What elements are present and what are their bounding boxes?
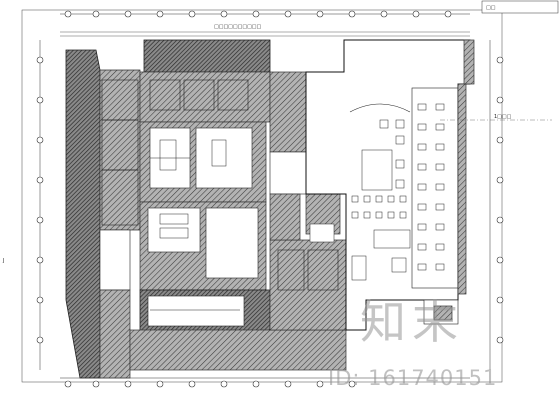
terrace-edge <box>457 39 475 295</box>
watermark-logo: 知末 <box>360 295 464 349</box>
drawing-frame <box>21 9 503 383</box>
title-block-text: □□ <box>486 5 496 11</box>
top-grid-axis <box>60 10 470 37</box>
lower-service-rooms <box>139 201 271 351</box>
central-core <box>269 71 341 243</box>
kitchen-area <box>139 121 267 203</box>
dimension-note: □□□□□□□□□□ <box>214 24 262 30</box>
south-wing <box>129 239 347 371</box>
southeast-block <box>423 299 459 325</box>
west-corridor <box>99 229 131 379</box>
watermark-id: ID: 161740151 <box>328 366 498 390</box>
north-block <box>139 39 271 123</box>
title-block: □□ <box>481 0 559 14</box>
elevation-marker: 1□□□ <box>440 114 552 121</box>
elevation-label: 1□□□ <box>494 114 512 120</box>
dining-tables <box>351 103 445 271</box>
side-grid-axes <box>36 40 504 370</box>
side-marker: J <box>2 258 4 264</box>
